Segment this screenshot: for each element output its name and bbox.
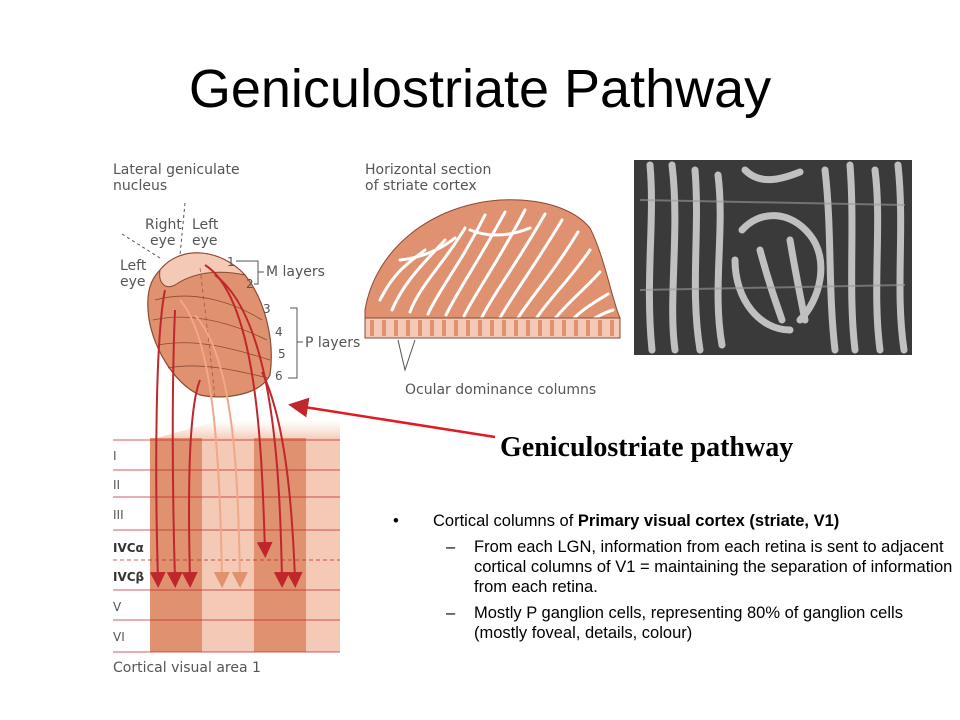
sub-bullet-2: – Mostly P ganglion cells, representing …: [393, 603, 953, 643]
cortex-column-1: [150, 438, 202, 652]
layer-number-5: 5: [278, 347, 286, 361]
ocular-pointer: [397, 339, 416, 372]
bullet-dot: •: [393, 512, 399, 530]
right-eye-label-1: Right: [145, 217, 182, 233]
layer-number-3: 3: [263, 302, 271, 316]
cortex-column-4: [306, 438, 340, 652]
cortex-layer-IVCbeta: IVCβ: [113, 570, 145, 584]
left-eye-top-label-1: Left: [192, 217, 219, 233]
autoradiograph-photo: [634, 160, 912, 355]
bullet-list: • Cortical columns of Primary visual cor…: [393, 512, 953, 649]
section-label-line1: Horizontal section: [365, 162, 491, 178]
bullet-main-bold: Primary visual cortex (striate, V1): [577, 512, 840, 530]
layer-number-4: 4: [275, 325, 283, 339]
cortex-layer-III: III: [113, 508, 124, 522]
sub-bullet-dash: –: [446, 604, 456, 622]
left-eye-side-label-1: Left: [120, 258, 147, 274]
pathway-pointer-arrow: [288, 397, 496, 439]
layer-number-1: 1: [227, 255, 235, 269]
pathway-label: Geniculostriate pathway: [500, 432, 794, 463]
right-eye-label-2: eye: [150, 233, 176, 249]
striate-section-edge: [364, 317, 621, 339]
cortex-column-2: [202, 438, 254, 652]
ocular-dominance-label: Ocular dominance columns: [405, 382, 596, 398]
layer-number-6: 6: [275, 369, 283, 383]
cortex-layer-VI: VI: [113, 630, 125, 644]
left-eye-top-label-2: eye: [192, 233, 218, 249]
striate-stripes: [378, 208, 615, 323]
lgn-label-line2: nucleus: [113, 178, 167, 194]
lgn-label-line1: Lateral geniculate: [113, 162, 240, 178]
m-layers-label: M layers: [266, 264, 325, 280]
cortex-layer-IVCalpha: IVCα: [113, 541, 144, 555]
lgn-top-face: [159, 252, 247, 288]
bullet-main-prefix: Cortical columns of: [433, 512, 578, 530]
cortex-caption: Cortical visual area 1: [113, 660, 261, 676]
cortex-layer-I: I: [113, 449, 117, 463]
sub-bullet-1-text: From each LGN, information from each ret…: [474, 538, 953, 596]
section-label-line2: of striate cortex: [365, 178, 477, 194]
sub-bullet-2-text: Mostly P ganglion cells, representing 80…: [474, 604, 903, 642]
eye-divider-dash: [179, 202, 186, 256]
p-layers-label: P layers: [305, 335, 360, 351]
bullet-main: • Cortical columns of Primary visual cor…: [393, 512, 953, 531]
cortex-layer-lines: [113, 439, 340, 653]
sub-bullet-dash: –: [446, 538, 456, 556]
layer-number-2: 2: [246, 277, 254, 291]
cortex-layer-II: II: [113, 478, 120, 492]
left-eye-side-label-2: eye: [120, 274, 146, 290]
sub-bullet-1: – From each LGN, information from each r…: [393, 537, 953, 597]
cortex-layer-V: V: [113, 600, 122, 614]
p-layers-bracket: [288, 307, 298, 379]
slide-title: Geniculostriate Pathway: [188, 59, 772, 119]
projection-arrows: [149, 264, 303, 588]
eye-divider-dash-2: [121, 233, 161, 259]
